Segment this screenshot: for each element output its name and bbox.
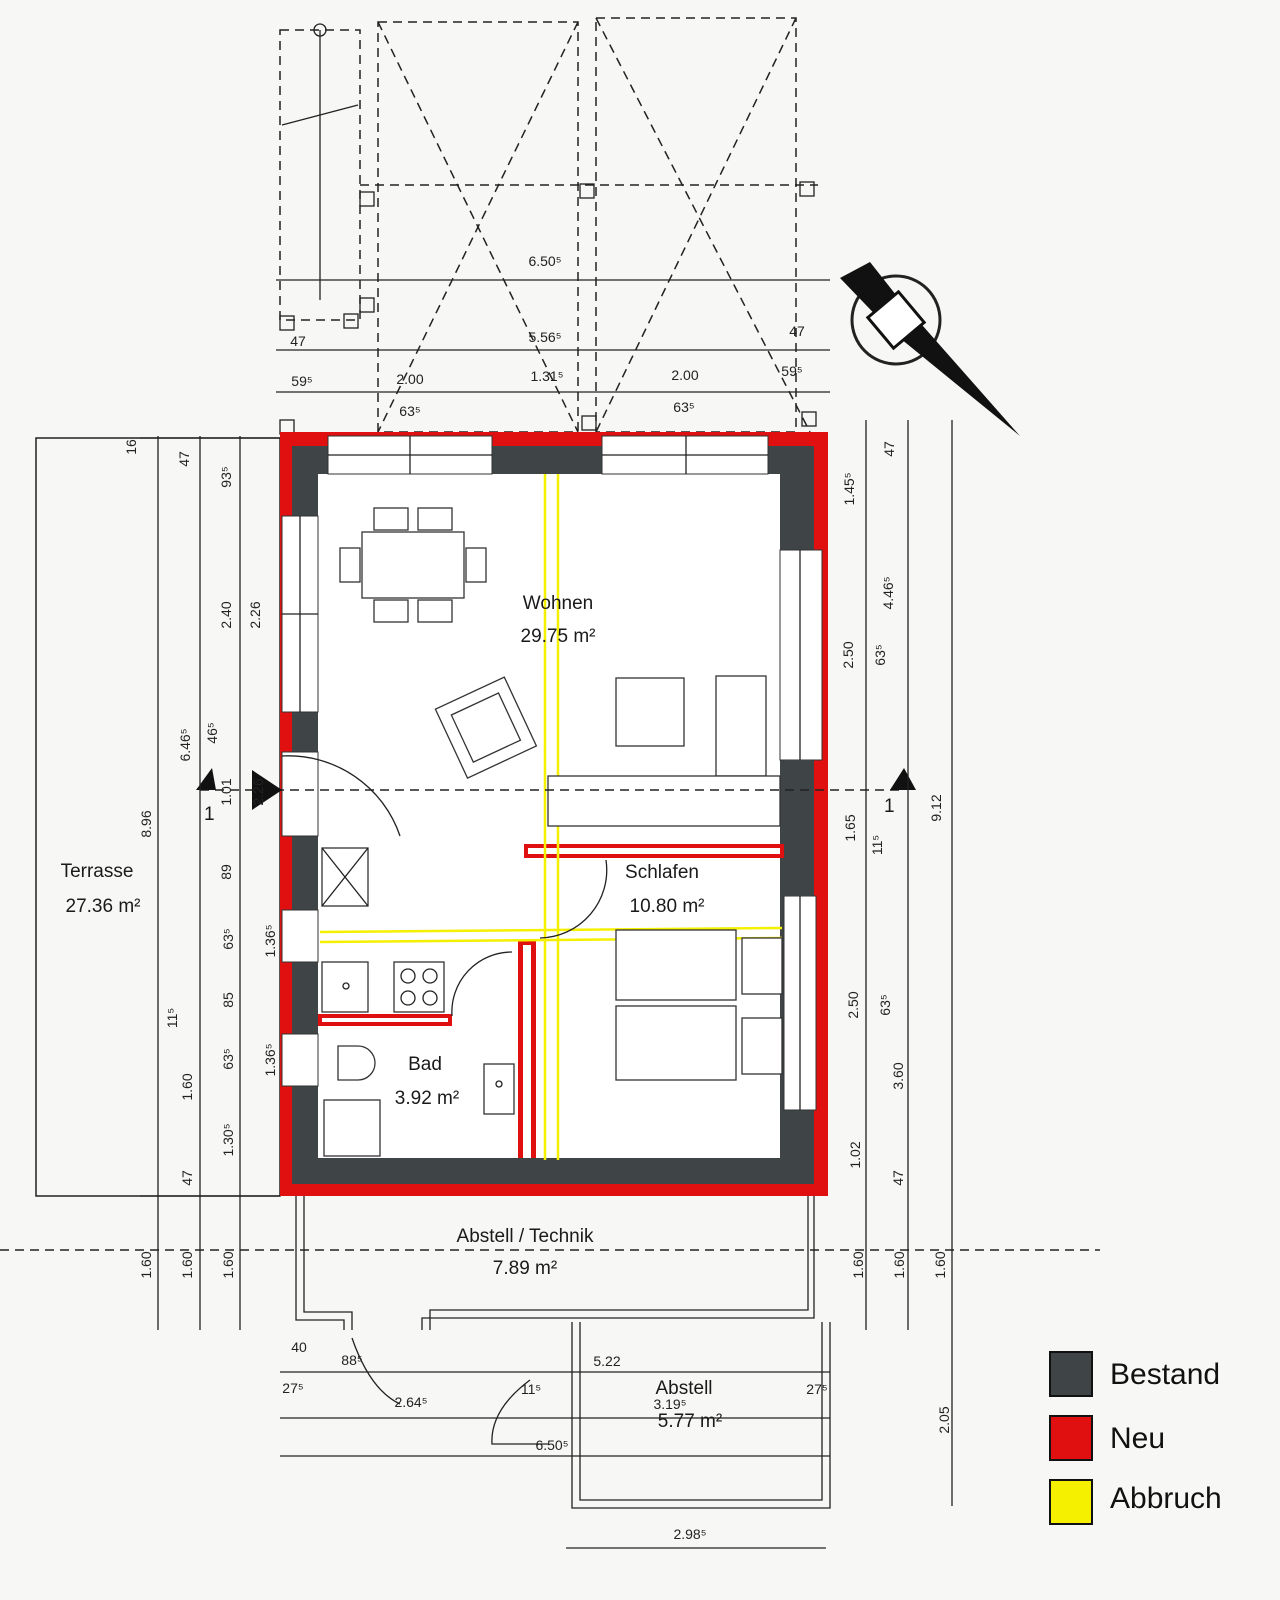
dimension-label: 1.01 (218, 778, 234, 805)
dimension-label: 1.60 (891, 1251, 907, 1278)
dimension-label: 1.02 (847, 1141, 863, 1168)
dimension-label: 63⁵ (673, 399, 694, 415)
room-area-schlafen: 10.80 m² (630, 896, 705, 917)
room-area-abstell-technik: 7.89 m² (493, 1258, 557, 1279)
dimension-label: 5.22 (593, 1353, 620, 1369)
furniture (281, 507, 783, 1157)
dimension-label: 46⁵ (204, 722, 220, 743)
dimension-label: 6.50⁵ (528, 253, 561, 269)
dimension-label: 59⁵ (291, 373, 312, 389)
dimension-label: 1.60 (850, 1251, 866, 1278)
dimension-label: 89 (218, 864, 234, 880)
dimension-label: 11⁵ (869, 835, 885, 855)
legend-swatch-abbruch (1049, 1479, 1093, 1525)
legend-label-neu: Neu (1110, 1422, 1165, 1455)
dimension-label: 2.00 (671, 367, 698, 383)
dimension-label: 1.36⁵ (262, 924, 278, 957)
dimension-label: 2.40 (218, 601, 234, 628)
room-area-terrasse: 27.36 m² (66, 896, 141, 917)
dimension-label: 8.96 (138, 810, 154, 837)
dimension-label: 1.60 (179, 1251, 195, 1278)
section-marker-left: 1 (204, 804, 215, 825)
dimension-label: 3.60 (890, 1062, 906, 1089)
room-name-schlafen: Schlafen (625, 862, 699, 883)
dimension-label: 6.46⁵ (177, 728, 193, 761)
dimension-label: 1.30⁵ (220, 1123, 236, 1156)
dimension-label: 47 (881, 441, 897, 457)
dimension-label: 47 (789, 323, 805, 339)
dimension-label: 1.31⁵ (530, 368, 563, 384)
legend-swatch-neu (1049, 1415, 1093, 1461)
dimension-label: 2.26 (247, 601, 263, 628)
dimension-label: 2.50 (840, 641, 856, 668)
dimension-label: 47 (179, 1170, 195, 1186)
dimension-label: 63⁵ (220, 1048, 236, 1069)
legend: Bestand Neu Abbruch (1049, 1351, 1222, 1525)
dimension-label: 47 (290, 333, 306, 349)
dimension-label: 1.60 (220, 1251, 236, 1278)
dimension-label: 4.46⁵ (880, 576, 896, 609)
dimension-label: 63⁵ (399, 403, 420, 419)
dimension-label: 2.26 (250, 778, 266, 805)
carport-outline (276, 17, 830, 435)
dimension-label: 47 (176, 451, 192, 467)
section-marker-right: 1 (884, 796, 895, 817)
dimension-label: 1.60 (138, 1251, 154, 1278)
room-name-terrasse: Terrasse (61, 861, 134, 882)
dimension-label: 2.98⁵ (673, 1526, 706, 1542)
dimension-label: 47 (890, 1170, 906, 1186)
room-area-abstell: 5.77 m² (658, 1411, 722, 1432)
dimension-label: 63⁵ (877, 994, 893, 1015)
room-area-wohnen: 29.75 m² (521, 626, 596, 647)
room-area-bad: 3.92 m² (395, 1088, 459, 1109)
dimension-label: 2.05 (936, 1406, 952, 1433)
dimension-label: 16 (123, 439, 139, 455)
dimension-label: 63⁵ (220, 928, 236, 949)
room-name-bad: Bad (408, 1054, 442, 1075)
dimension-label: 1.36⁵ (262, 1043, 278, 1076)
dimension-label: 1.60 (932, 1251, 948, 1278)
dimension-label: 2.64⁵ (394, 1394, 427, 1410)
legend-label-abbruch: Abbruch (1110, 1482, 1222, 1515)
section-lines (0, 768, 1100, 1251)
dimension-label: 1.60 (179, 1073, 195, 1100)
dimension-label: 11⁵ (164, 1008, 180, 1028)
room-name-abstell-technik: Abstell / Technik (457, 1226, 594, 1247)
dimension-label: 27⁵ (806, 1381, 827, 1397)
dimension-label: 11⁵ (521, 1381, 541, 1397)
dimension-label: 63⁵ (872, 644, 888, 665)
dimension-label: 3.19⁵ (653, 1396, 686, 1412)
dimension-label: 27⁵ (282, 1380, 303, 1396)
dimension-label: 6.50⁵ (535, 1437, 568, 1453)
dimension-label: 2.50 (845, 991, 861, 1018)
legend-swatch-bestand (1049, 1351, 1093, 1397)
room-name-abstell: Abstell (655, 1378, 712, 1399)
dimension-label: 85 (220, 992, 236, 1008)
dimension-lines (140, 420, 953, 1549)
dimension-label: 40 (291, 1339, 307, 1355)
dimension-label: 1.45⁵ (841, 472, 857, 505)
dimension-label: 59⁵ (781, 363, 802, 379)
dimension-label: 88⁵ (341, 1352, 362, 1368)
dimension-label: 1.65 (842, 814, 858, 841)
legend-label-bestand: Bestand (1110, 1358, 1220, 1391)
dimension-label: 5.56⁵ (528, 329, 561, 345)
dimension-label: 9.12 (928, 794, 944, 821)
room-name-wohnen: Wohnen (523, 593, 593, 614)
dimension-label: 93⁵ (218, 466, 234, 487)
north-arrow-icon (840, 262, 1020, 436)
annex-outline (295, 1196, 831, 1509)
dimension-label: 2.00 (396, 371, 423, 387)
dimension-labels: 6.50⁵ 5.56⁵ 47 47 59⁵ 2.00 1.31⁵ 2.00 59⁵ 63⁵ 63⁵ 1… (123, 253, 952, 1542)
